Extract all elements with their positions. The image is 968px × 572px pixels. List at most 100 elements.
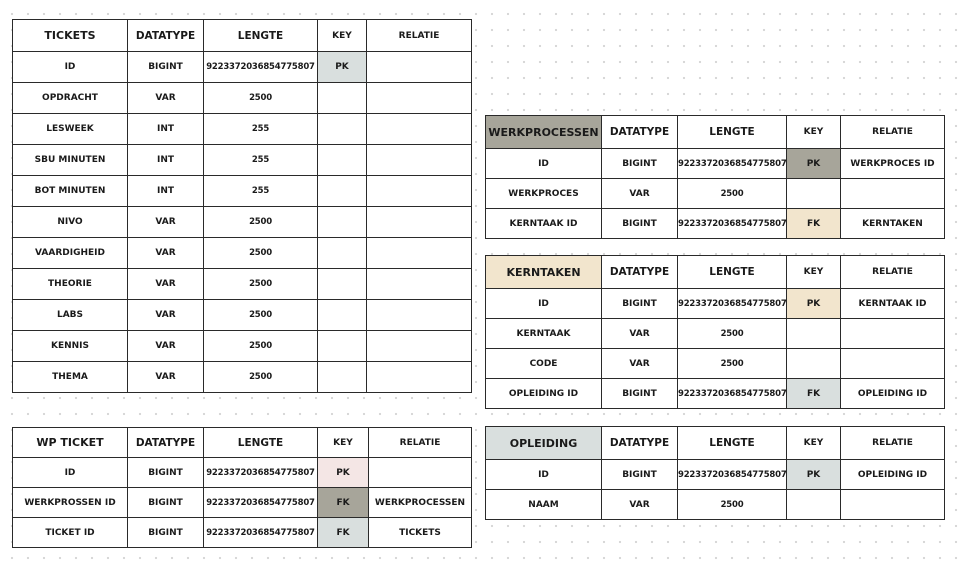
cell-lengte: 2500: [677, 489, 787, 520]
column-header-lengte: LENGTE: [677, 115, 787, 149]
cell-key: [317, 330, 367, 362]
cell-field: ID: [12, 457, 128, 488]
cell-lengte: 2500: [203, 82, 318, 114]
cell-key: [317, 113, 367, 145]
cell-relatie: OPLEIDING ID: [840, 378, 945, 409]
cell-lengte: 9223372036854775807: [677, 288, 787, 319]
cell-relatie: [366, 268, 472, 300]
cell-relatie: [366, 361, 472, 393]
cell-lengte: 2500: [203, 299, 318, 331]
column-header-key: KEY: [317, 19, 367, 52]
cell-datatype: INT: [127, 175, 204, 207]
cell-field: NAAM: [485, 489, 602, 520]
cell-key: FK: [786, 378, 841, 409]
column-header-datatype: DATATYPE: [601, 255, 678, 289]
cell-datatype: INT: [127, 144, 204, 176]
cell-relatie: [366, 51, 472, 83]
cell-key: [317, 82, 367, 114]
cell-datatype: BIGINT: [127, 457, 204, 488]
cell-lengte: 9223372036854775807: [677, 459, 787, 490]
table-title: WERKPROCESSEN: [485, 115, 602, 149]
cell-relatie: [366, 144, 472, 176]
cell-field: WERKPROSSEN ID: [12, 487, 128, 518]
cell-key: FK: [317, 487, 369, 518]
cell-relatie: [840, 178, 945, 209]
cell-field: BOT MINUTEN: [12, 175, 128, 207]
column-header-relatie: RELATIE: [840, 115, 945, 149]
cell-relatie: [368, 457, 472, 488]
cell-lengte: 9223372036854775807: [203, 517, 318, 548]
cell-field: THEORIE: [12, 268, 128, 300]
table-row: BOT MINUTEN INT 255: [12, 175, 472, 207]
table-title: WP TICKET: [12, 427, 128, 458]
column-header-key: KEY: [317, 427, 369, 458]
table-row: ID BIGINT 9223372036854775807 PK OPLEIDI…: [485, 459, 945, 490]
cell-datatype: BIGINT: [601, 378, 678, 409]
cell-key: [317, 237, 367, 269]
cell-field: SBU MINUTEN: [12, 144, 128, 176]
cell-lengte: 9223372036854775807: [677, 148, 787, 179]
cell-key: [786, 348, 841, 379]
cell-datatype: VAR: [127, 361, 204, 393]
cell-lengte: 255: [203, 144, 318, 176]
table-row: VAARDIGHEID VAR 2500: [12, 237, 472, 269]
cell-datatype: BIGINT: [601, 148, 678, 179]
cell-field: KERNTAAK ID: [485, 208, 602, 239]
cell-lengte: 9223372036854775807: [677, 378, 787, 409]
cell-field: LESWEEK: [12, 113, 128, 145]
table-header-row: TICKETS DATATYPE LENGTE KEY RELATIE: [12, 19, 472, 52]
cell-datatype: VAR: [601, 348, 678, 379]
cell-datatype: VAR: [127, 206, 204, 238]
table-title: KERNTAKEN: [485, 255, 602, 289]
table-row: SBU MINUTEN INT 255: [12, 144, 472, 176]
cell-field: NIVO: [12, 206, 128, 238]
cell-field: KENNIS: [12, 330, 128, 362]
cell-field: OPLEIDING ID: [485, 378, 602, 409]
table-row: KERNTAAK ID BIGINT 9223372036854775807 F…: [485, 208, 945, 239]
cell-datatype: VAR: [127, 330, 204, 362]
cell-key: [317, 361, 367, 393]
werkprocessen-table: WERKPROCESSEN DATATYPE LENGTE KEY RELATI…: [485, 115, 945, 239]
table-row: WERKPROCES VAR 2500: [485, 178, 945, 209]
cell-lengte: 255: [203, 113, 318, 145]
cell-relatie: [366, 206, 472, 238]
column-header-lengte: LENGTE: [677, 255, 787, 289]
cell-lengte: 2500: [677, 178, 787, 209]
cell-relatie: WERKPROCES ID: [840, 148, 945, 179]
cell-lengte: 2500: [677, 318, 787, 349]
cell-lengte: 2500: [203, 330, 318, 362]
cell-key: PK: [786, 148, 841, 179]
table-row: TICKET ID BIGINT 9223372036854775807 FK …: [12, 517, 472, 548]
cell-relatie: KERNTAAK ID: [840, 288, 945, 319]
table-row: ID BIGINT 9223372036854775807 PK: [12, 457, 472, 488]
opleiding-table: OPLEIDING DATATYPE LENGTE KEY RELATIE ID…: [485, 426, 945, 520]
cell-key: [317, 299, 367, 331]
cell-field: KERNTAAK: [485, 318, 602, 349]
cell-field: TICKET ID: [12, 517, 128, 548]
cell-key: PK: [317, 51, 367, 83]
cell-datatype: INT: [127, 113, 204, 145]
column-header-datatype: DATATYPE: [127, 427, 204, 458]
cell-lengte: 2500: [203, 268, 318, 300]
column-header-relatie: RELATIE: [840, 255, 945, 289]
cell-field: CODE: [485, 348, 602, 379]
cell-key: [317, 175, 367, 207]
column-header-lengte: LENGTE: [677, 426, 787, 460]
cell-lengte: 2500: [677, 348, 787, 379]
cell-relatie: [840, 348, 945, 379]
cell-field: VAARDIGHEID: [12, 237, 128, 269]
cell-datatype: BIGINT: [127, 487, 204, 518]
cell-datatype: BIGINT: [601, 459, 678, 490]
column-header-lengte: LENGTE: [203, 19, 318, 52]
cell-datatype: BIGINT: [601, 288, 678, 319]
cell-field: LABS: [12, 299, 128, 331]
column-header-relatie: RELATIE: [366, 19, 472, 52]
table-row: KENNIS VAR 2500: [12, 330, 472, 362]
cell-datatype: BIGINT: [127, 517, 204, 548]
cell-relatie: [840, 489, 945, 520]
table-row: NIVO VAR 2500: [12, 206, 472, 238]
table-row: OPDRACHT VAR 2500: [12, 82, 472, 114]
cell-lengte: 255: [203, 175, 318, 207]
cell-datatype: VAR: [127, 82, 204, 114]
table-title: TICKETS: [12, 19, 128, 52]
